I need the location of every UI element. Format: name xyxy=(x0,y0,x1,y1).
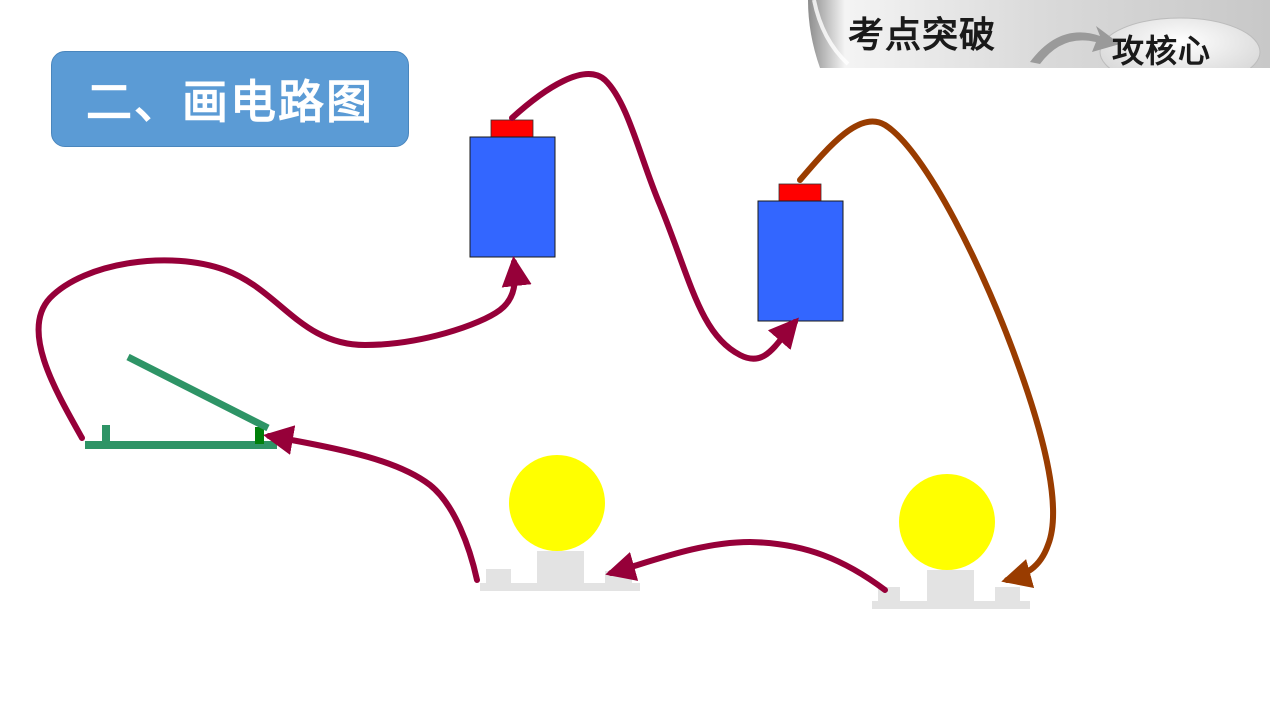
wire-switch-to-battery-1 xyxy=(35,256,532,441)
wire-bulb-1-to-switch xyxy=(263,425,480,583)
banner-right-label: 攻核心 xyxy=(1112,32,1212,70)
battery-2-body xyxy=(757,200,844,322)
switch-contact xyxy=(255,427,264,444)
switch-base xyxy=(85,441,277,449)
bulb-1 xyxy=(480,455,640,591)
section-title: 二、画电路图 xyxy=(51,51,409,147)
battery-1-terminal xyxy=(490,119,534,138)
switch-post-left xyxy=(102,425,110,443)
battery-2 xyxy=(757,183,844,322)
switch xyxy=(85,353,277,449)
banner-graphic xyxy=(808,0,1270,68)
bulb-1-neck xyxy=(537,551,584,585)
wire-battery-2-to-bulb-2 xyxy=(797,118,1056,589)
battery-2-terminal xyxy=(778,183,822,202)
bulb-2 xyxy=(872,474,1030,609)
switch-lever xyxy=(126,353,270,432)
battery-1 xyxy=(469,119,556,258)
wire-bulb-2-to-bulb-1 xyxy=(605,538,888,593)
bulb-2-neck xyxy=(927,570,974,603)
battery-1-body xyxy=(469,136,556,258)
bulb-2-base xyxy=(872,601,1030,609)
bulb-1-terminal-left xyxy=(486,569,511,585)
banner-left-label: 考点突破 xyxy=(848,14,997,56)
wire-battery-1-to-battery-2 xyxy=(509,71,799,362)
bulb-2-glass xyxy=(899,474,995,570)
bulb-2-terminal-right xyxy=(995,587,1020,603)
bulb-1-glass xyxy=(509,455,605,551)
bulb-1-base xyxy=(480,583,640,591)
banner-arrow-icon xyxy=(1030,26,1120,64)
